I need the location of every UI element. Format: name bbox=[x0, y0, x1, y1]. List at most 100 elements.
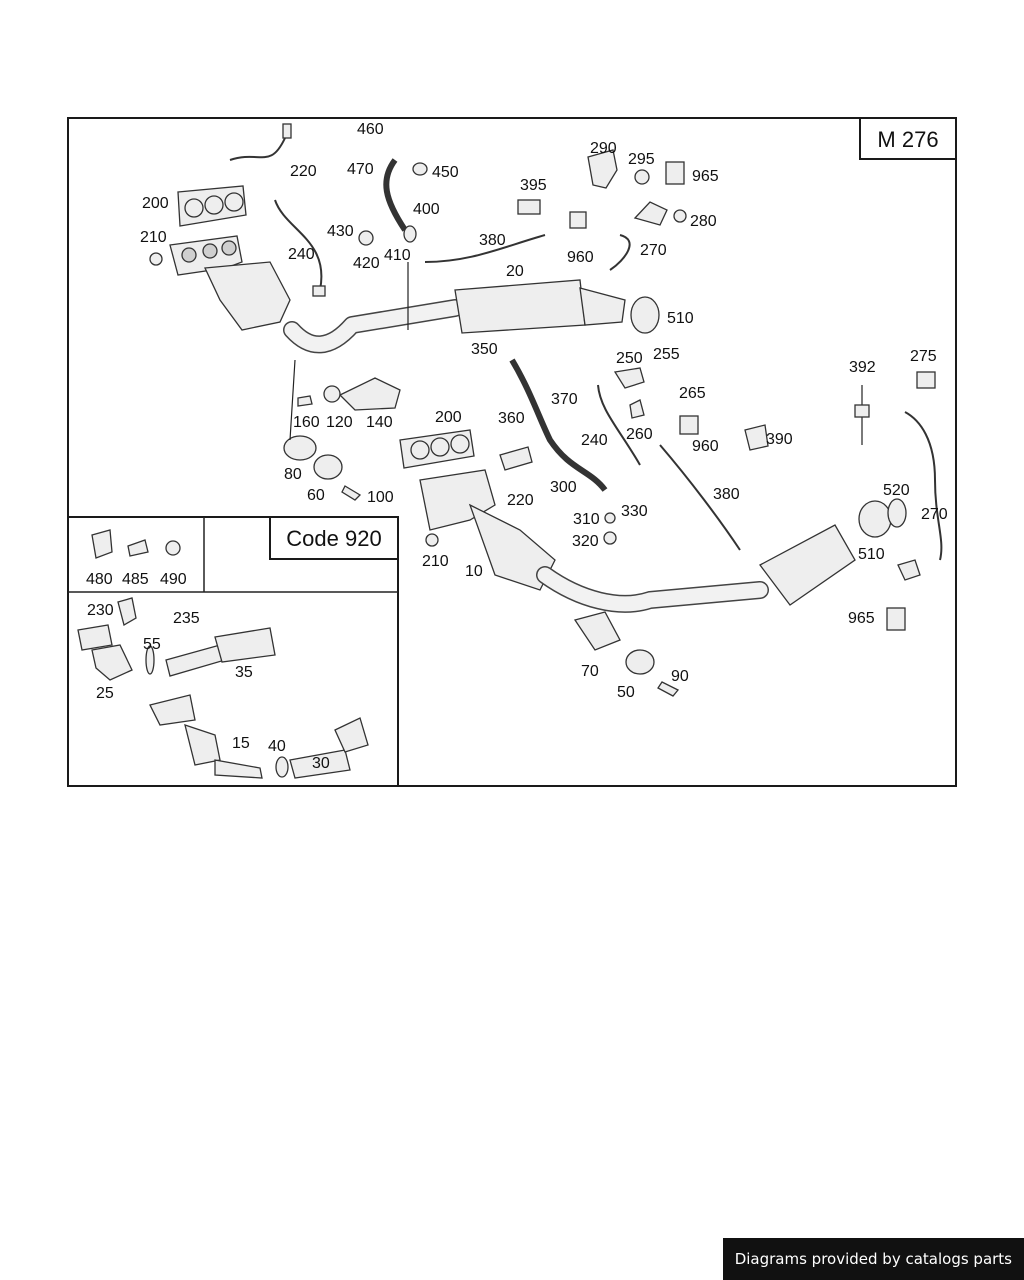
callout-80: 80 bbox=[284, 466, 302, 483]
muffler-20 bbox=[454, 279, 626, 334]
callout-55: 55 bbox=[143, 636, 161, 653]
callout-270: 270 bbox=[640, 242, 667, 259]
inset-manifold-15 bbox=[149, 694, 263, 779]
clamp-510-upper bbox=[630, 296, 660, 334]
wire-380-lower bbox=[659, 444, 741, 551]
callout-430: 430 bbox=[327, 223, 354, 240]
bracket-290 bbox=[587, 149, 618, 189]
clip-392 bbox=[854, 385, 870, 445]
oxygen-sensor-220-lower bbox=[499, 446, 533, 471]
callout-15: 15 bbox=[232, 735, 250, 752]
inset-gasket-55 bbox=[145, 645, 155, 675]
callout-140: 140 bbox=[366, 414, 393, 431]
bracket-395 bbox=[517, 199, 541, 215]
oxygen-sensor-220-upper bbox=[229, 123, 292, 161]
callout-520: 520 bbox=[883, 482, 910, 499]
callout-120: 120 bbox=[326, 414, 353, 431]
seal-310 bbox=[604, 512, 616, 524]
code-label-box bbox=[269, 516, 399, 560]
callout-70: 70 bbox=[581, 663, 599, 680]
sensor-270-upper bbox=[609, 201, 668, 271]
hanger-70-50 bbox=[573, 611, 680, 697]
callout-240: 240 bbox=[288, 246, 315, 263]
callout-20: 20 bbox=[506, 263, 524, 280]
gasket-lower bbox=[399, 429, 475, 469]
oxygen-sensor-240-upper bbox=[274, 199, 326, 297]
callout-275: 275 bbox=[910, 348, 937, 365]
callout-420: 420 bbox=[353, 255, 380, 272]
connector-960-lower bbox=[679, 415, 699, 435]
clip-275 bbox=[916, 371, 936, 389]
callout-280: 280 bbox=[690, 213, 717, 230]
pipe-lower bbox=[536, 566, 769, 613]
inset-bracket-230 bbox=[117, 597, 137, 626]
callout-485: 485 bbox=[122, 571, 149, 588]
muffler-lower bbox=[759, 524, 856, 606]
pipe-upper-front bbox=[283, 299, 464, 354]
callout-295: 295 bbox=[628, 151, 655, 168]
manifold-upper bbox=[169, 235, 291, 331]
callout-490: 490 bbox=[160, 571, 187, 588]
callout-40: 40 bbox=[268, 738, 286, 755]
gasket-520 bbox=[887, 498, 907, 528]
callout-290: 290 bbox=[590, 140, 617, 157]
connector-965-upper bbox=[665, 161, 685, 185]
clip-390 bbox=[744, 424, 769, 451]
wire-380-upper bbox=[424, 211, 587, 263]
callout-90: 90 bbox=[671, 668, 689, 685]
bracket-480 bbox=[91, 529, 113, 559]
gasket-upper bbox=[177, 185, 247, 227]
gasket-430 bbox=[358, 230, 374, 246]
callout-255: 255 bbox=[653, 346, 680, 363]
callout-230: 230 bbox=[87, 602, 114, 619]
callout-35: 35 bbox=[235, 664, 253, 681]
callout-480: 480 bbox=[86, 571, 113, 588]
leader-80 bbox=[289, 359, 296, 441]
code-label: Code 920 bbox=[286, 526, 381, 551]
callout-510: 510 bbox=[667, 310, 694, 327]
brackets-250-260 bbox=[613, 367, 645, 419]
callout-370: 370 bbox=[551, 391, 578, 408]
callout-235: 235 bbox=[173, 610, 200, 627]
seal-320 bbox=[603, 531, 617, 545]
callout-395: 395 bbox=[520, 177, 547, 194]
callout-210: 210 bbox=[140, 229, 167, 246]
clip-485 bbox=[127, 539, 149, 557]
callout-270-lower: 270 bbox=[921, 506, 948, 523]
callout-380: 380 bbox=[479, 232, 506, 249]
callout-390: 390 bbox=[766, 431, 793, 448]
callout-320: 320 bbox=[572, 533, 599, 550]
sensor-965-lower bbox=[886, 559, 921, 631]
callout-960: 960 bbox=[567, 249, 594, 266]
callout-250: 250 bbox=[616, 350, 643, 367]
callout-360: 360 bbox=[498, 410, 525, 427]
callout-60: 60 bbox=[307, 487, 325, 504]
nut-210-lower bbox=[425, 533, 439, 547]
callout-10: 10 bbox=[465, 563, 483, 580]
callout-470: 470 bbox=[347, 161, 374, 178]
callout-50: 50 bbox=[617, 684, 635, 701]
callout-310: 310 bbox=[573, 511, 600, 528]
callout-30: 30 bbox=[312, 755, 330, 772]
manifold-10 bbox=[419, 469, 556, 591]
callout-300: 300 bbox=[550, 479, 577, 496]
bolt-295 bbox=[634, 169, 650, 185]
callout-240-lower: 240 bbox=[581, 432, 608, 449]
callout-960-lower: 960 bbox=[692, 438, 719, 455]
model-label-box bbox=[859, 117, 957, 160]
hangers-upper bbox=[297, 377, 401, 411]
callout-510-lower: 510 bbox=[858, 546, 885, 563]
inset-pipe-30 bbox=[289, 717, 369, 779]
callout-380-lower: 380 bbox=[713, 486, 740, 503]
callout-25: 25 bbox=[96, 685, 114, 702]
main-frame bbox=[67, 117, 957, 787]
inset-manifold-25 bbox=[77, 624, 133, 681]
wire-270-lower bbox=[904, 411, 943, 561]
egr-pipe-300 bbox=[509, 358, 608, 492]
callout-210-lower: 210 bbox=[422, 553, 449, 570]
wire-240-lower bbox=[597, 384, 641, 466]
callout-160: 160 bbox=[293, 414, 320, 431]
model-label: M 276 bbox=[877, 127, 938, 152]
callout-460: 460 bbox=[357, 121, 384, 138]
